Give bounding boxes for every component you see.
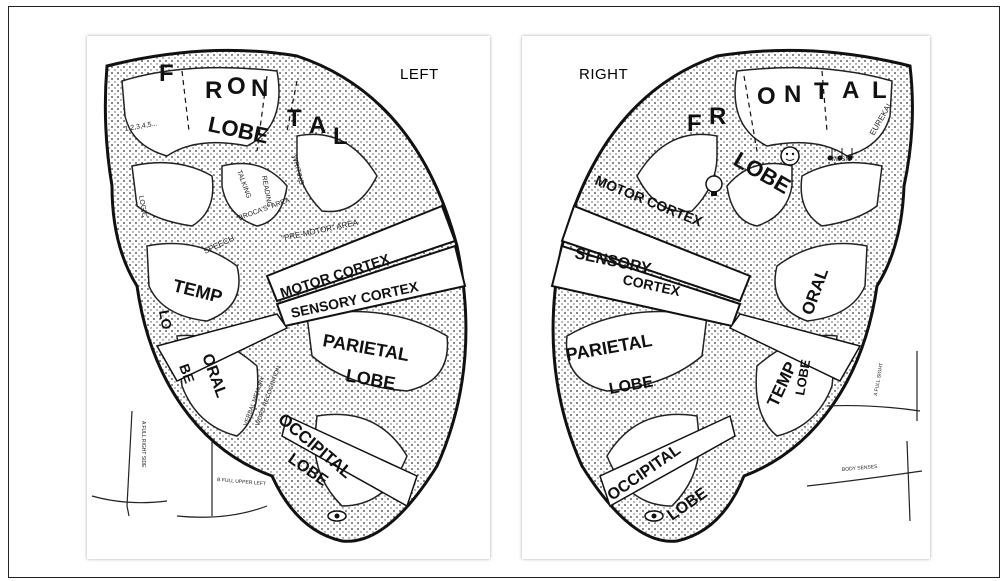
left-hemisphere-panel: LEFT F R O N T A L LOBE MOTOR CORTEX SEN… bbox=[87, 36, 490, 559]
left-frontal-letter: O bbox=[227, 73, 246, 100]
face-icon bbox=[781, 147, 799, 165]
left-frontal-letter: N bbox=[251, 75, 268, 102]
right-frontal-letter: F bbox=[687, 110, 702, 137]
left-temporal-lobe-label: LO bbox=[156, 309, 175, 331]
left-frontal-letter: R bbox=[205, 77, 222, 104]
right-frontal-letter: T bbox=[814, 78, 829, 105]
left-note: B FULL UPPER LEFT bbox=[217, 477, 266, 487]
left-frontal-letter: T bbox=[287, 105, 302, 132]
right-side-label: RIGHT bbox=[579, 66, 628, 83]
left-side-label: LEFT bbox=[400, 66, 439, 83]
left-frontal-letter: A bbox=[309, 112, 326, 139]
left-note: A FULL RIGHT SIDE bbox=[140, 421, 146, 468]
right-frontal-letter: O bbox=[757, 83, 776, 110]
right-frontal-letter: R bbox=[709, 103, 726, 130]
right-frontal-letter: A bbox=[842, 77, 859, 104]
right-note: A FULL SIGHT bbox=[873, 363, 885, 397]
left-brain-drawing: LEFT F R O N T A L LOBE MOTOR CORTEX SEN… bbox=[87, 36, 490, 559]
right-frontal-letter: L bbox=[872, 77, 887, 104]
left-frontal-letter: L bbox=[333, 123, 348, 150]
left-frontal-letter: F bbox=[159, 60, 174, 87]
right-hemisphere-panel: RIGHT F R O N T A L LOBE EUREKA! MOTOR C… bbox=[522, 36, 930, 559]
right-frontal-letter: N bbox=[784, 81, 801, 108]
right-brain-drawing: RIGHT F R O N T A L LOBE EUREKA! MOTOR C… bbox=[522, 36, 930, 559]
right-note: BODY SENSES bbox=[842, 464, 879, 473]
